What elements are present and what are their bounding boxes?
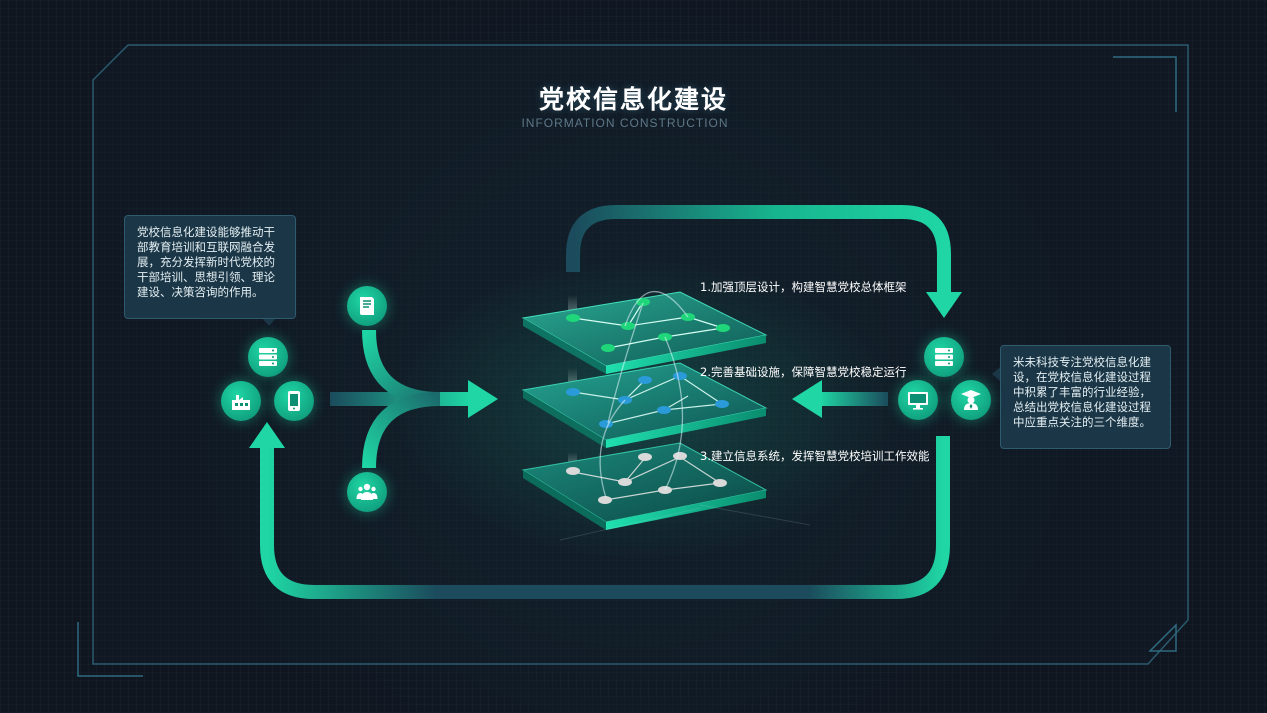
callout-left-line: 建设、决策咨询的作用。 <box>137 285 264 299</box>
platform-stack <box>521 290 811 541</box>
page-subtitle: INFORMATION CONSTRUCTION <box>521 116 729 130</box>
callout-right-tail <box>992 367 1000 381</box>
left-converge-arrow <box>330 329 498 469</box>
callout-left-line: 部教育培训和互联网融合发 <box>137 240 275 254</box>
users-icon <box>347 472 387 512</box>
server-icon <box>248 337 288 377</box>
callout-right-line: 设，在党校信息化建设过程 <box>1013 370 1151 384</box>
page-title: 党校信息化建设 <box>538 85 728 114</box>
top-loop-arrow <box>566 205 962 318</box>
callout-right: 米未科技专注党校信息化建 设，在党校信息化建设过程 中积累了丰富的行业经验， 总… <box>1000 345 1171 449</box>
callout-left: 党校信息化建设能够推动干 部教育培训和互联网融合发 展，充分发挥新时代党校的 干… <box>124 215 296 319</box>
step-label-1: 1.加强顶层设计，构建智慧党校总体框架 <box>700 280 907 294</box>
callout-left-line: 党校信息化建设能够推动干 <box>137 225 275 239</box>
factory-icon <box>221 381 261 421</box>
plate-2 <box>521 362 768 448</box>
plate-1 <box>521 291 768 374</box>
right-input-arrow <box>792 380 888 418</box>
callout-left-line: 干部培训、思想引领、理论 <box>137 270 275 284</box>
callout-right-line: 米未科技专注党校信息化建 <box>1013 355 1151 369</box>
bottom-loop-arrow <box>249 422 950 599</box>
monitor-icon <box>898 380 938 420</box>
callout-left-tail <box>262 318 276 326</box>
layer-connection-arcs <box>599 290 689 499</box>
graduate-icon <box>951 380 991 420</box>
callout-right-line: 中积累了丰富的行业经验， <box>1013 385 1151 399</box>
mobile-icon <box>274 381 314 421</box>
book-icon <box>347 286 387 326</box>
callout-right-line: 总结出党校信息化建设过程 <box>1013 400 1151 414</box>
callout-left-line: 展，充分发挥新时代党校的 <box>137 255 275 269</box>
callout-right-line: 中应重点关注的三个维度。 <box>1013 415 1151 429</box>
step-label-3: 3.建立信息系统，发挥智慧党校培训工作效能 <box>700 449 930 463</box>
server-icon <box>924 337 964 377</box>
step-label-2: 2.完善基础设施，保障智慧党校稳定运行 <box>700 365 907 379</box>
plate-3 <box>521 442 768 530</box>
floor-lines <box>559 504 811 541</box>
